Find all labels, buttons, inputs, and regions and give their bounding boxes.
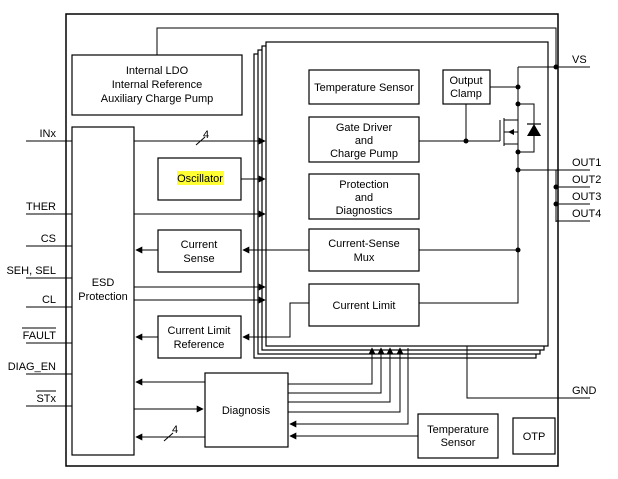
wiring <box>26 27 590 407</box>
gate-driver-label-1: Gate Driver <box>336 122 393 134</box>
current-sense-label-1: Current <box>181 239 218 251</box>
ldo-block <box>71 54 243 116</box>
current-limit-reference-label-2: Reference <box>174 339 225 351</box>
temperature-sensor-label: Temperature Sensor <box>314 82 414 94</box>
oscillator-highlight <box>177 171 224 185</box>
ldo-line-3: Auxiliary Charge Pump <box>101 93 214 105</box>
diagnosis-label: Diagnosis <box>222 405 271 417</box>
gate-driver-label-3: Charge Pump <box>330 148 398 160</box>
temperature-sensor-bottom-label-1: Temperature <box>427 424 489 436</box>
ldo-line-2: Internal Reference <box>112 79 203 91</box>
otp-block <box>512 417 556 455</box>
pin-diag-en: DIAG_EN <box>8 361 56 373</box>
pin-inx: INx <box>40 128 57 140</box>
gate-driver-label-2: and <box>355 135 373 147</box>
output-clamp-label-2: Clamp <box>450 88 482 100</box>
pin-vs: VS <box>572 54 587 66</box>
current-sense-label-2: Sense <box>183 253 214 265</box>
esd-label-1: ESD <box>92 277 115 289</box>
pin-ther: THER <box>26 201 56 213</box>
current-limit-reference-block <box>157 315 242 359</box>
otp-label: OTP <box>523 431 546 443</box>
pin-out2: OUT2 <box>572 174 601 186</box>
protection-diagnostics-block <box>308 173 420 220</box>
pin-fault: FAULT <box>23 330 57 342</box>
pin-out3: OUT3 <box>572 191 601 203</box>
junction-dots <box>463 64 559 253</box>
esd-protection-block <box>71 126 135 456</box>
current-limit-reference-label-1: Current Limit <box>168 325 231 337</box>
pin-stx: STx <box>36 393 56 405</box>
output-clamp-label-1: Output <box>449 75 482 87</box>
pin-gnd: GND <box>572 385 597 397</box>
ldo-line-1: Internal LDO <box>126 65 189 77</box>
esd-label-2: Protection <box>78 291 128 303</box>
pin-cs: CS <box>41 233 56 245</box>
current-sense-mux-block <box>308 228 420 272</box>
body-diode-icon <box>527 123 541 136</box>
inx-bus-width: 4 <box>203 129 209 141</box>
signal-arrows <box>134 136 466 442</box>
current-sense-block <box>157 229 242 273</box>
pin-out1: OUT1 <box>572 157 601 169</box>
protection-label-3: Diagnostics <box>336 205 393 217</box>
oscillator-label: Oscillator <box>177 173 223 185</box>
temperature-sensor-block <box>308 69 420 105</box>
mosfet-source-arrow <box>508 129 514 135</box>
pin-seh-sel: SEH, SEL <box>6 265 56 277</box>
pin-cl: CL <box>42 294 56 306</box>
temperature-sensor-bottom-label-2: Sensor <box>441 437 476 449</box>
current-sense-mux-label-1: Current-Sense <box>328 238 400 250</box>
protection-label-2: and <box>355 192 373 204</box>
diagnosis-block <box>204 372 289 448</box>
temperature-sensor-bottom-block <box>417 413 499 459</box>
pin-out4: OUT4 <box>572 208 601 220</box>
output-clamp-block <box>442 69 491 105</box>
gate-driver-block <box>308 116 420 163</box>
current-limit-block <box>308 283 420 327</box>
protection-label-1: Protection <box>339 179 389 191</box>
stx-bus-width: 4 <box>172 424 178 436</box>
device-outline <box>65 13 559 467</box>
current-sense-mux-label-2: Mux <box>354 252 375 264</box>
current-limit-label: Current Limit <box>333 300 396 312</box>
